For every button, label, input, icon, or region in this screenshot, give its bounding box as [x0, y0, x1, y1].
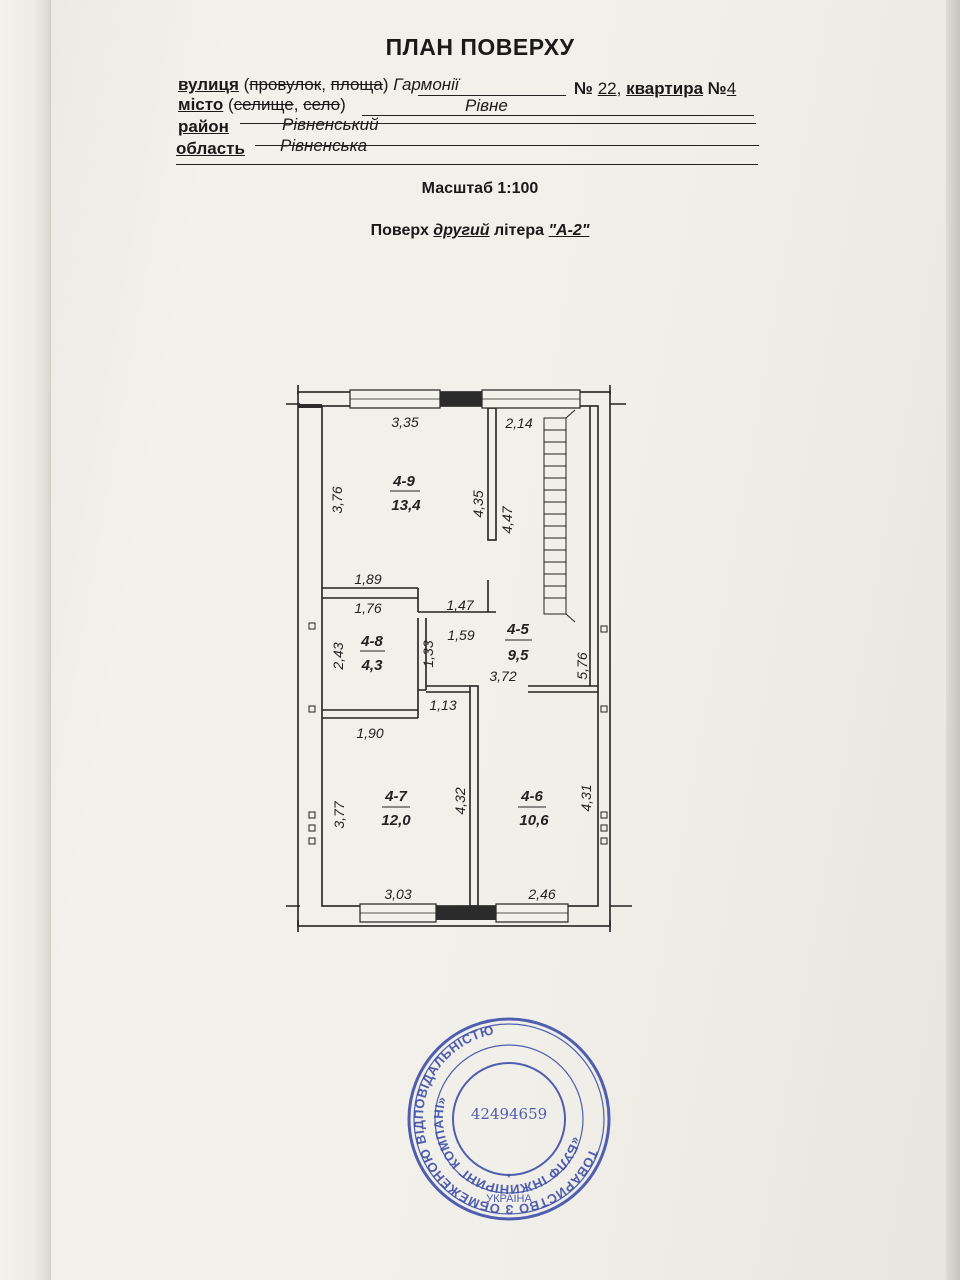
number-value: 22	[597, 79, 617, 98]
apartment-value: 4	[726, 79, 737, 98]
page-right-edge	[946, 0, 960, 1280]
room-4-6-id: 4-6	[520, 788, 543, 805]
corner-ticks	[286, 385, 632, 932]
district-row: район	[178, 117, 229, 137]
dim-1-89: 1,89	[354, 571, 381, 587]
dim-1-47: 1,47	[446, 597, 474, 613]
floor-value: другий	[433, 222, 490, 239]
dim-1-13: 1,13	[429, 697, 456, 713]
apartment-label: квартира	[626, 79, 704, 98]
number-label: №	[574, 79, 593, 98]
room-4-7-area: 12,0	[381, 812, 411, 829]
dim-4-32: 4,32	[452, 787, 468, 814]
wall-4-7-right	[469, 685, 479, 907]
dim-1-76: 1,76	[354, 600, 381, 616]
stamp-bottom-text: УКРАЇНА	[486, 1193, 532, 1205]
region-value-wrap: Рівненська	[280, 136, 367, 156]
city-row: місто (селище, село)	[178, 95, 346, 114]
room-4-8-area: 4,3	[361, 657, 384, 674]
street-value: Гармонії	[393, 75, 459, 94]
wall-4-9-right	[487, 407, 497, 541]
floor-row: Поверх другий літера "А-2"	[0, 222, 960, 240]
stamp-code: 42494659	[471, 1105, 547, 1123]
floor-label: Поверх	[370, 222, 429, 239]
room-4-8-id: 4-8	[360, 633, 383, 650]
dim-5-76: 5,76	[574, 652, 590, 679]
street-alt-1: провулок	[249, 75, 322, 94]
dim-4-47: 4,47	[499, 505, 515, 533]
city-value: Рівне	[465, 96, 508, 115]
staircase	[543, 409, 576, 623]
city-underline	[362, 115, 754, 116]
dim-1-59: 1,59	[447, 627, 474, 643]
outer-wall-inner	[321, 405, 599, 907]
floor-letter-label: літера	[493, 222, 544, 239]
stamp-star-icon: *	[507, 1171, 512, 1185]
street-alt-2: площа	[330, 75, 383, 94]
dim-4-31: 4,31	[578, 784, 594, 811]
district-value: Рівненський	[282, 115, 379, 134]
dim-3-03: 3,03	[384, 886, 411, 902]
wall-4-9-bottom	[322, 580, 496, 613]
room-4-5-id: 4-5	[506, 621, 529, 638]
wall-markers	[308, 622, 608, 845]
dim-2-43: 2,43	[330, 642, 346, 670]
city-value-wrap: Рівне	[465, 96, 508, 116]
city-label: місто	[178, 95, 224, 114]
street-row: вулиця (провулок, площа) Гармонії	[178, 75, 459, 94]
floor-letter-value: "А-2"	[548, 222, 590, 239]
page-left-edge	[0, 0, 51, 1280]
street-underline	[418, 95, 566, 96]
district-value-wrap: Рівненський	[282, 115, 379, 135]
room-4-9-area: 13,4	[391, 497, 421, 514]
region-underline-2	[176, 164, 758, 165]
region-label: область	[176, 139, 245, 158]
dim-3-35: 3,35	[391, 414, 418, 430]
number-row: № 22, квартира №4	[574, 79, 737, 98]
wall-4-5-bottom-left	[426, 685, 470, 693]
scale-label: Масштаб 1:100	[421, 180, 539, 197]
dim-3-77: 3,77	[331, 800, 347, 828]
city-alt-1: селище	[233, 95, 294, 114]
page-title: ПЛАН ПОВЕРХУ	[385, 34, 575, 60]
district-underline	[240, 123, 756, 124]
room-4-6-area: 10,6	[519, 812, 549, 829]
dim-1-33: 1,33	[420, 640, 436, 667]
district-label: район	[178, 117, 229, 136]
dim-4-35: 4,35	[470, 490, 486, 517]
room-4-9-id: 4-9	[392, 473, 415, 490]
dim-2-14: 2,14	[504, 415, 532, 431]
wall-4-8-right	[322, 618, 427, 719]
floor-plan: 4-9 13,4 4-8 4,3 4-5 9,5 4-7 12,0 4-6 10…	[286, 385, 632, 932]
dim-2-46: 2,46	[527, 886, 555, 902]
dim-3-72: 3,72	[489, 668, 516, 684]
plan-windows	[349, 389, 581, 923]
room-4-7-id: 4-7	[384, 788, 407, 805]
dim-3-76: 3,76	[329, 486, 345, 513]
company-stamp: ТОВАРИСТВО З ОБМЕЖЕНОЮ ВІДПОВІДАЛЬНІСТЮ …	[404, 1014, 614, 1224]
plan-pillars	[298, 392, 496, 920]
city-alt-2: село	[303, 95, 341, 114]
dim-1-90: 1,90	[356, 725, 383, 741]
street-label: вулиця	[178, 75, 239, 94]
region-underline	[255, 145, 759, 146]
region-row: область	[176, 139, 245, 159]
room-4-5-area: 9,5	[508, 647, 530, 664]
wall-4-5-bottom-right	[528, 685, 598, 693]
